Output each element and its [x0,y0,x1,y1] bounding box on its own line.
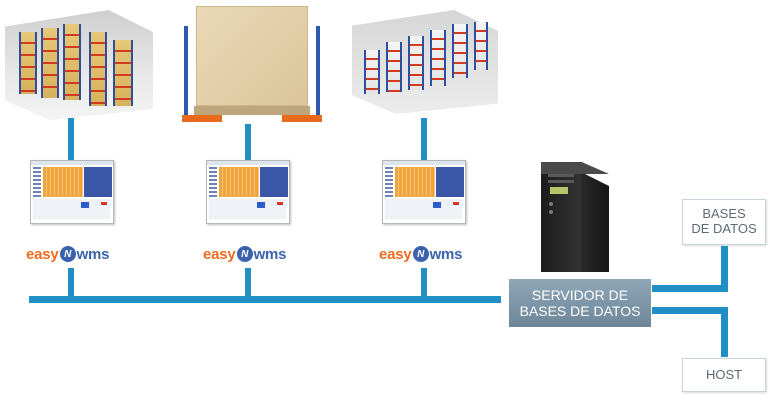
easywms-logo-2: easy N wms [203,244,287,264]
logo-prefix: easy [26,245,59,263]
rack [19,32,37,94]
wms-screen-3 [382,160,466,224]
status-mark [101,202,107,205]
databases-label: BASES DE DATOS [682,199,766,245]
lower-panel [385,199,462,219]
side-panel [209,167,217,197]
grid-area [395,167,435,197]
window-titlebar [207,161,289,165]
rack [364,50,380,94]
server-tower-icon [541,162,609,272]
drive-slot [548,174,574,177]
beam [282,115,322,122]
cube-icon [81,202,89,208]
network-bus-line [29,296,501,303]
server-front [541,162,581,272]
logo-prefix: easy [379,245,412,263]
rack [408,36,424,90]
databases-label-line2: DE DATOS [691,221,757,236]
wms-screen-1 [30,160,114,224]
lower-panel [33,199,110,219]
connector-server-databases-h [652,285,728,292]
databases-label-line1: BASES [702,206,746,222]
side-panel [385,167,393,197]
blue-panel [436,167,464,197]
beam [182,115,222,122]
connector-workstation-2 [245,268,251,298]
cube-icon [257,202,265,208]
connector-warehouse-2 [245,124,251,160]
rack [386,42,402,92]
connector-warehouse-3 [421,118,427,160]
connector-server-host-v [721,307,728,357]
grid-area [219,167,259,197]
rack-upright [184,26,188,122]
connector-warehouse-1 [68,118,74,160]
logo-suffix: wms [76,245,110,263]
logo-mark-icon: N [412,246,429,262]
lower-panel [209,199,286,219]
rack [430,30,446,86]
server-top [541,162,609,174]
host-label: HOST [682,358,766,392]
rack [41,28,59,98]
host-label-text: HOST [705,366,743,382]
easywms-logo-3: easy N wms [379,244,463,264]
grid-area [43,167,83,197]
rack [89,32,107,106]
logo-suffix: wms [253,245,287,263]
side-panel [33,167,41,197]
wms-screen-2 [206,160,290,224]
server-label: SERVIDOR DE BASES DE DATOS [509,279,651,327]
rack [452,24,468,78]
rack [63,24,81,100]
connector-server-databases-v [721,246,728,292]
cube-icon [433,202,441,208]
connector-server-host-h [652,307,728,314]
connector-workstation-1 [68,268,74,298]
warehouse-mobile-racking-image [5,10,153,120]
rack [474,22,488,70]
carton-load [196,6,308,106]
status-mark [453,202,459,205]
rack-upright [316,26,320,122]
blue-panel [84,167,112,197]
server-label-line1: SERVIDOR DE [531,286,629,303]
warehouse-selective-racking-image [352,10,498,114]
logo-prefix: easy [203,245,236,263]
server-side [581,172,609,272]
pallet-image [182,4,322,124]
logo-mark-icon: N [236,246,253,262]
server-led [549,210,553,214]
status-mark [277,202,283,205]
rack [113,40,133,106]
window-titlebar [31,161,113,165]
logo-suffix: wms [429,245,463,263]
drive-slot [548,180,574,183]
pallet-base [194,106,310,115]
easywms-logo-1: easy N wms [26,244,110,264]
server-display [550,187,568,194]
server-led [549,202,553,206]
window-titlebar [383,161,465,165]
logo-mark-icon: N [59,246,76,262]
connector-workstation-3 [421,268,427,298]
server-label-line2: BASES DE DATOS [519,303,641,319]
blue-panel [260,167,288,197]
